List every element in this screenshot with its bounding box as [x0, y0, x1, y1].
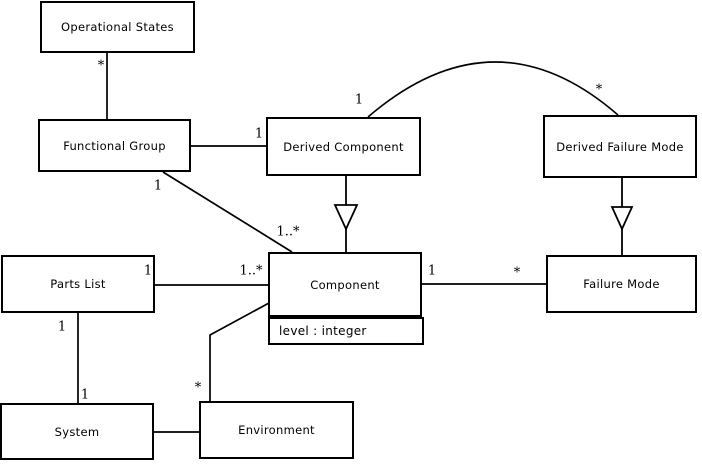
- class-component[interactable]: Component: [268, 252, 422, 317]
- generalization-arrowhead-icon: [333, 204, 359, 232]
- multiplicity-component-fm-dst: *: [513, 265, 521, 281]
- multiplicity-pl-system-src: 1: [57, 319, 67, 335]
- multiplicity-pl-component-dst: 1..*: [239, 263, 263, 279]
- association-component-environment[interactable]: [209, 302, 270, 401]
- multiplicity-pl-component-src: 1: [143, 263, 153, 279]
- multiplicity-pl-system-dst: 1: [80, 387, 90, 403]
- generalization-derived-failure-mode-to-failure-mode[interactable]: [610, 178, 634, 255]
- association-functional-group-component[interactable]: [162, 171, 293, 253]
- class-environment[interactable]: Environment: [199, 401, 354, 459]
- multiplicity-fg-component-dst: 1..*: [276, 224, 300, 240]
- class-derived-failure-mode[interactable]: Derived Failure Mode: [543, 115, 697, 178]
- class-functional-group[interactable]: Functional Group: [38, 119, 191, 172]
- class-parts-list[interactable]: Parts List: [1, 255, 155, 313]
- class-name-label: Operational States: [61, 20, 174, 34]
- generalization-derived-component-to-component[interactable]: [333, 176, 359, 252]
- class-derived-component[interactable]: Derived Component: [266, 117, 421, 176]
- class-operational-states[interactable]: Operational States: [40, 1, 195, 53]
- multiplicity-component-fm-src: 1: [427, 263, 437, 279]
- multiplicity-component-environment: *: [194, 380, 202, 396]
- class-name-label: Parts List: [50, 277, 106, 291]
- multiplicity-fg-dc: 1: [254, 126, 264, 142]
- class-name-label: Functional Group: [63, 138, 166, 153]
- multiplicity-fg-component-src: 1: [153, 178, 163, 194]
- generalization-arrowhead-icon: [610, 206, 634, 232]
- association-derived-component-derived-failure-mode-arc[interactable]: [367, 61, 619, 118]
- class-system[interactable]: System: [0, 403, 154, 460]
- class-name-label: Failure Mode: [583, 277, 660, 291]
- class-name-label: Component: [310, 277, 380, 292]
- class-name-label: System: [54, 424, 100, 439]
- class-name-label: Environment: [238, 423, 315, 437]
- class-failure-mode[interactable]: Failure Mode: [546, 255, 697, 313]
- class-name-label: Derived Failure Mode: [556, 139, 684, 154]
- class-name-label: Derived Component: [283, 139, 404, 154]
- class-component-attributes[interactable]: level : integer: [268, 317, 424, 345]
- multiplicity-os-fg: *: [97, 58, 105, 74]
- multiplicity-arc-dfm: *: [595, 82, 603, 98]
- attribute-label: level : integer: [279, 324, 367, 338]
- multiplicity-arc-dc: 1: [354, 92, 364, 108]
